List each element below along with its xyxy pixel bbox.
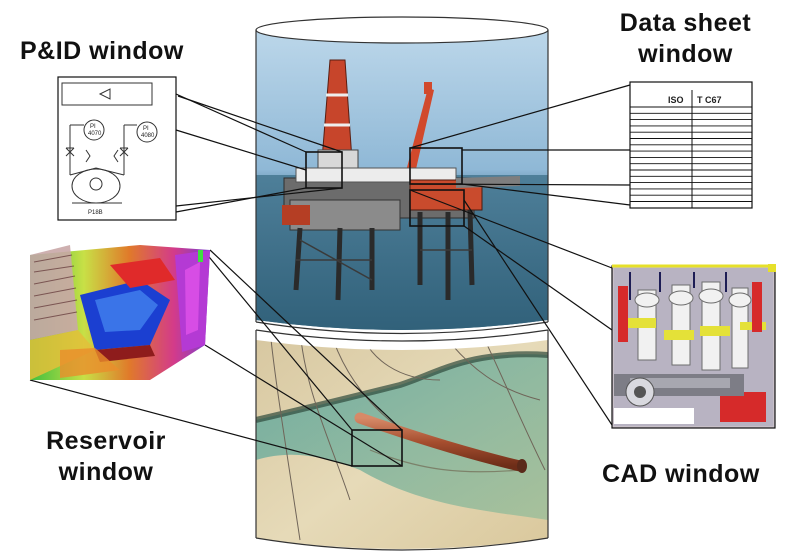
datasheet-label-line1: Data sheet	[619, 9, 752, 37]
platform-photo	[256, 30, 548, 330]
datasheet-window: ISO T C67	[629, 81, 753, 209]
reservoir-zoom-box	[351, 429, 403, 467]
reservoir-window	[30, 245, 210, 380]
connector-lines	[29, 84, 631, 467]
pid-gauge1-number: 4070	[88, 131, 102, 137]
pid-gauge2-number: 4080	[141, 133, 155, 139]
cad-window-label-text: CAD window	[602, 460, 760, 488]
pid-window: PI 4070 PI 4080 P18B	[57, 76, 177, 221]
pid-window-label: P&ID window	[20, 36, 184, 66]
platform-cylinder	[255, 16, 549, 335]
datasheet-label-line2: window	[638, 40, 733, 68]
reservoir-label-line2: window	[58, 458, 154, 486]
reservoir-label-line1: Reservoir	[46, 427, 166, 455]
pid-pump-tag: P18B	[88, 210, 103, 216]
datasheet-col2-header: T C67	[697, 95, 722, 105]
datasheet-col1-header: ISO	[668, 95, 684, 105]
pid-gauge2-tag: PI	[143, 126, 149, 132]
cad-window	[611, 264, 776, 429]
reservoir-window-label: Reservoir window	[26, 426, 186, 488]
pid-gauge1-tag: PI	[90, 124, 96, 130]
cad-window-label: CAD window	[602, 459, 760, 489]
cad-zoom-box	[409, 189, 465, 227]
datasheet-window-label: Data sheet window	[588, 8, 783, 70]
pid-window-label-text: P&ID window	[20, 37, 184, 65]
